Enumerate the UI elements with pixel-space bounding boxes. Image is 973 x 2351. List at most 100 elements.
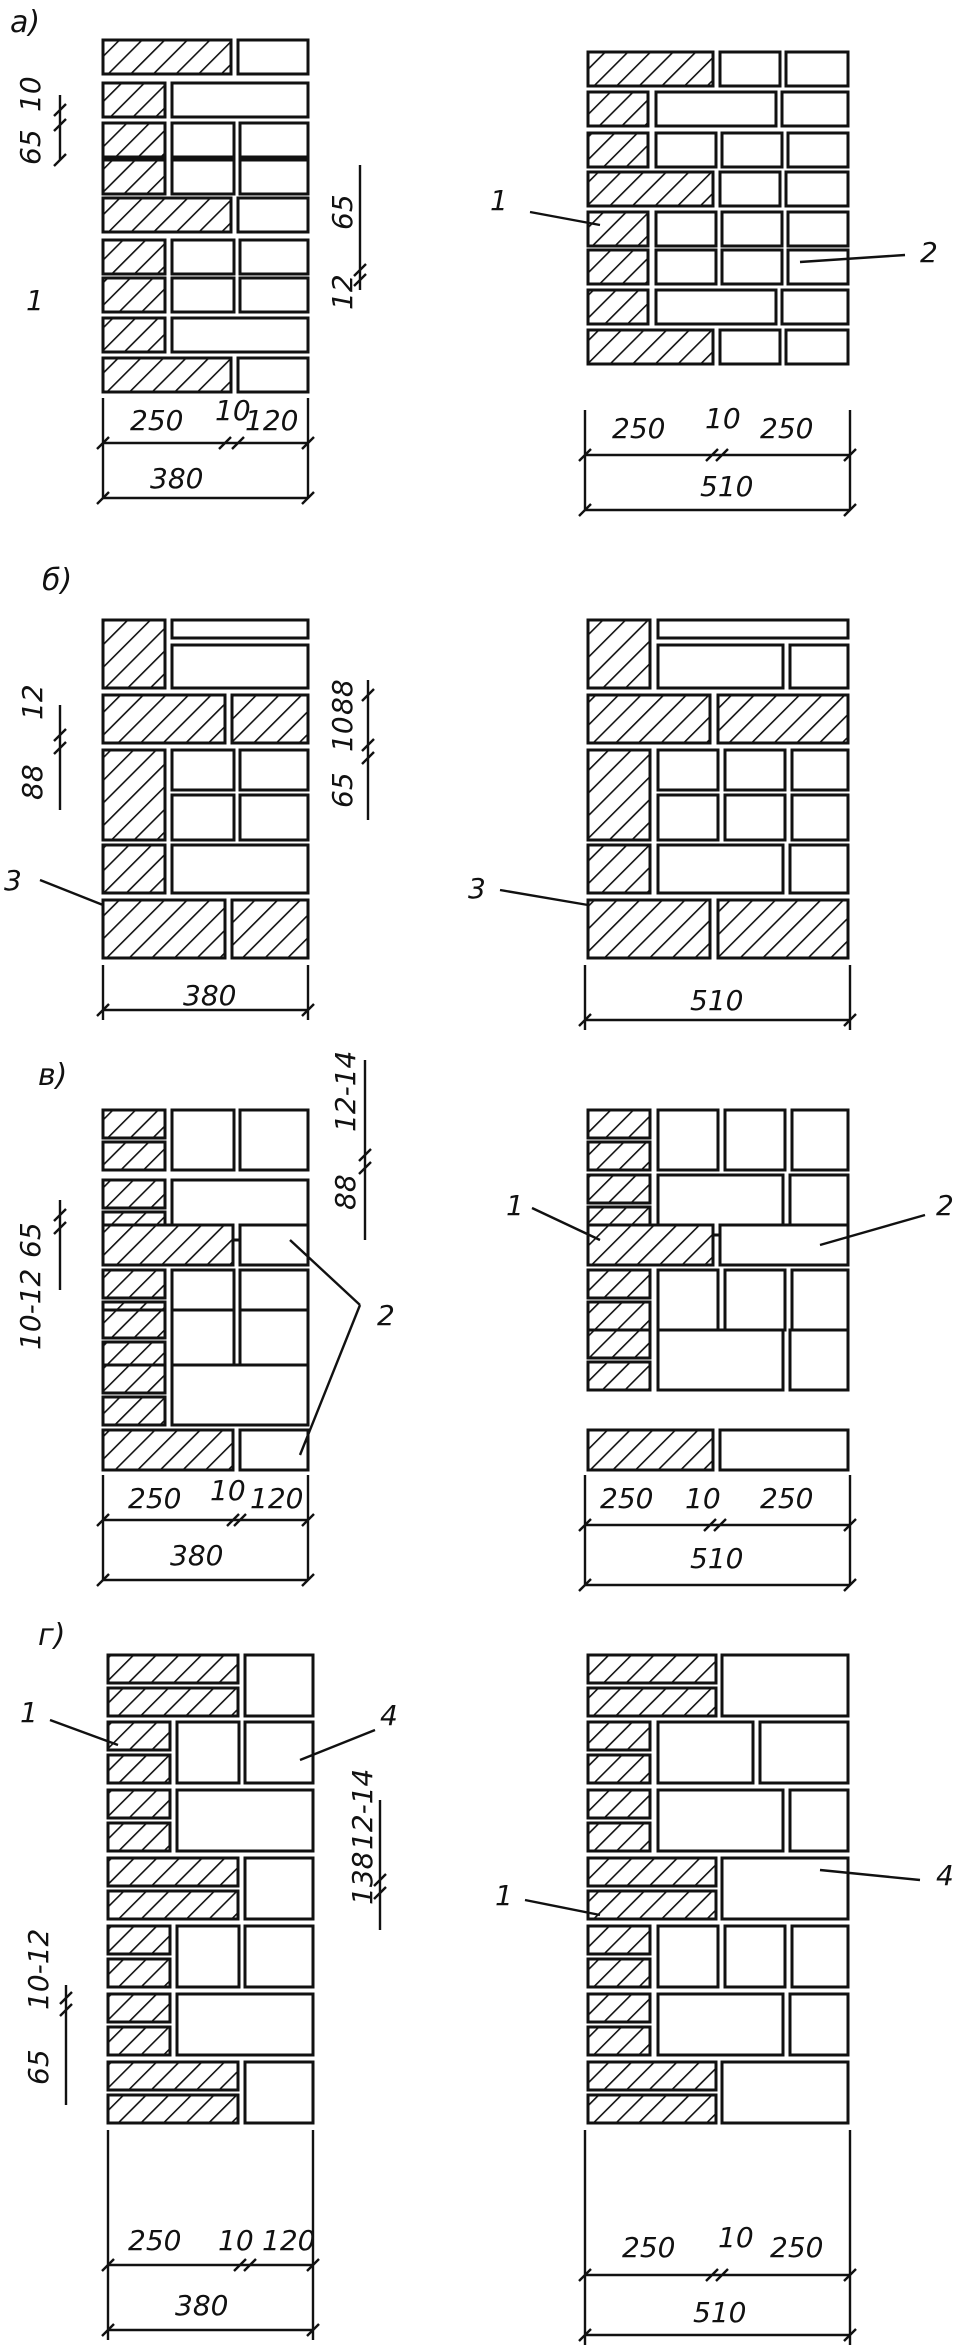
- dim-a1-w1: 250: [130, 404, 183, 437]
- header-brick: [586, 131, 650, 169]
- header-brick: [586, 843, 652, 895]
- header-brick: [101, 618, 167, 690]
- stretcher-brick: [170, 618, 310, 640]
- header-brick: [101, 1223, 235, 1267]
- dim-b-mid-j: 10: [326, 716, 359, 752]
- dimension-lines: [39, 95, 926, 2345]
- stretcher-brick: [238, 793, 310, 842]
- header-brick: [586, 1328, 652, 1360]
- section-label-b: б): [42, 563, 72, 598]
- stretcher-brick: [784, 170, 850, 208]
- dim-a2-total: 510: [700, 470, 753, 503]
- stretcher-brick: [170, 1363, 310, 1427]
- dimension-line: [96, 1573, 110, 1587]
- dimension-line: [799, 253, 906, 264]
- stretcher-brick: [236, 38, 310, 76]
- stretcher-brick: [170, 643, 310, 690]
- stretcher-brick: [790, 793, 850, 842]
- dimension-line: [843, 1578, 857, 1592]
- dim-b1-total: 380: [183, 979, 236, 1012]
- dimension-line: [373, 1886, 387, 1900]
- dimension-line: [819, 1213, 926, 1247]
- dim-a-mid-h: 65: [326, 194, 359, 230]
- header-brick: [106, 1924, 172, 1956]
- dimension-line: [53, 1208, 67, 1222]
- brick-layer: [101, 38, 850, 2125]
- dim-v1-w1: 250: [128, 1482, 181, 1515]
- stretcher-brick: [723, 1268, 787, 1332]
- dimension-line: [373, 1873, 387, 1887]
- header-brick: [586, 1720, 652, 1752]
- dim-a1-joint: 10: [14, 76, 47, 112]
- dim-g-mid-j: 12-14: [346, 1769, 379, 1850]
- dimension-line: [299, 1728, 376, 1762]
- stretcher-brick: [656, 1992, 785, 2057]
- stretcher-brick: [654, 210, 718, 248]
- header-brick: [230, 693, 310, 745]
- dimension-line: [578, 448, 592, 462]
- stretcher-brick: [723, 1108, 787, 1172]
- dimension-line: [713, 1518, 727, 1532]
- stretcher-brick: [784, 50, 850, 88]
- dim-v-mid-j: 12-14: [329, 1051, 362, 1132]
- stretcher-brick: [718, 328, 782, 366]
- dimension-line: [715, 2268, 729, 2282]
- dimension-line: [353, 263, 367, 277]
- stretcher-brick: [243, 1856, 315, 1921]
- stretcher-brick: [790, 748, 850, 792]
- dimension-line: [578, 2328, 592, 2342]
- stretcher-brick: [784, 328, 850, 366]
- stretcher-brick: [723, 1924, 787, 1989]
- header-brick: [586, 2060, 718, 2092]
- dimension-line: [96, 436, 110, 450]
- dimension-line: [53, 1221, 67, 1235]
- header-brick: [106, 1753, 172, 1785]
- header-brick: [101, 1308, 167, 1340]
- dimension-line: [499, 888, 589, 907]
- dim-a1-total: 380: [150, 462, 203, 495]
- header-brick: [586, 618, 652, 690]
- dimension-line: [524, 1898, 601, 1917]
- dim-g1-total: 380: [175, 2289, 228, 2322]
- dimension-line: [843, 2268, 857, 2282]
- header-brick: [716, 693, 850, 745]
- header-brick: [106, 1957, 172, 1989]
- stretcher-brick: [170, 1308, 236, 1372]
- stretcher-brick: [720, 1856, 850, 1921]
- stretcher-brick: [238, 238, 310, 276]
- dimension-line: [39, 878, 104, 907]
- stretcher-brick: [243, 1720, 315, 1785]
- header-brick: [101, 1140, 167, 1172]
- stretcher-brick: [780, 90, 850, 128]
- dimension-line: [843, 1013, 857, 1027]
- dimension-line: [361, 738, 375, 752]
- header-brick: [586, 328, 715, 366]
- header-brick: [101, 316, 167, 354]
- dimension-line: [578, 2268, 592, 2282]
- dimension-line: [233, 2258, 247, 2272]
- dimension-line: [358, 1148, 372, 1162]
- header-brick: [101, 158, 167, 196]
- stretcher-brick: [718, 50, 782, 88]
- stretcher-brick: [788, 1992, 850, 2057]
- stretcher-brick: [236, 196, 310, 234]
- stretcher-brick: [170, 748, 236, 792]
- header-brick: [106, 1992, 172, 2024]
- header-brick: [101, 748, 167, 842]
- stretcher-brick: [238, 1308, 310, 1372]
- header-brick: [101, 81, 167, 119]
- stretcher-brick: [243, 2060, 315, 2125]
- callout-1-v2: 1: [506, 1189, 524, 1222]
- header-brick: [586, 1173, 652, 1205]
- stretcher-brick: [175, 1992, 315, 2057]
- stretcher-brick: [720, 248, 784, 286]
- dim-a2-gap: 10: [705, 402, 741, 435]
- header-brick: [586, 1653, 718, 1685]
- dim-v2-gap: 10: [685, 1482, 721, 1515]
- dimension-line: [843, 1518, 857, 1532]
- dimension-line: [101, 2258, 115, 2272]
- header-brick: [101, 1363, 167, 1395]
- header-brick: [106, 1821, 172, 1853]
- header-brick: [106, 2025, 172, 2057]
- stretcher-brick: [720, 1653, 850, 1718]
